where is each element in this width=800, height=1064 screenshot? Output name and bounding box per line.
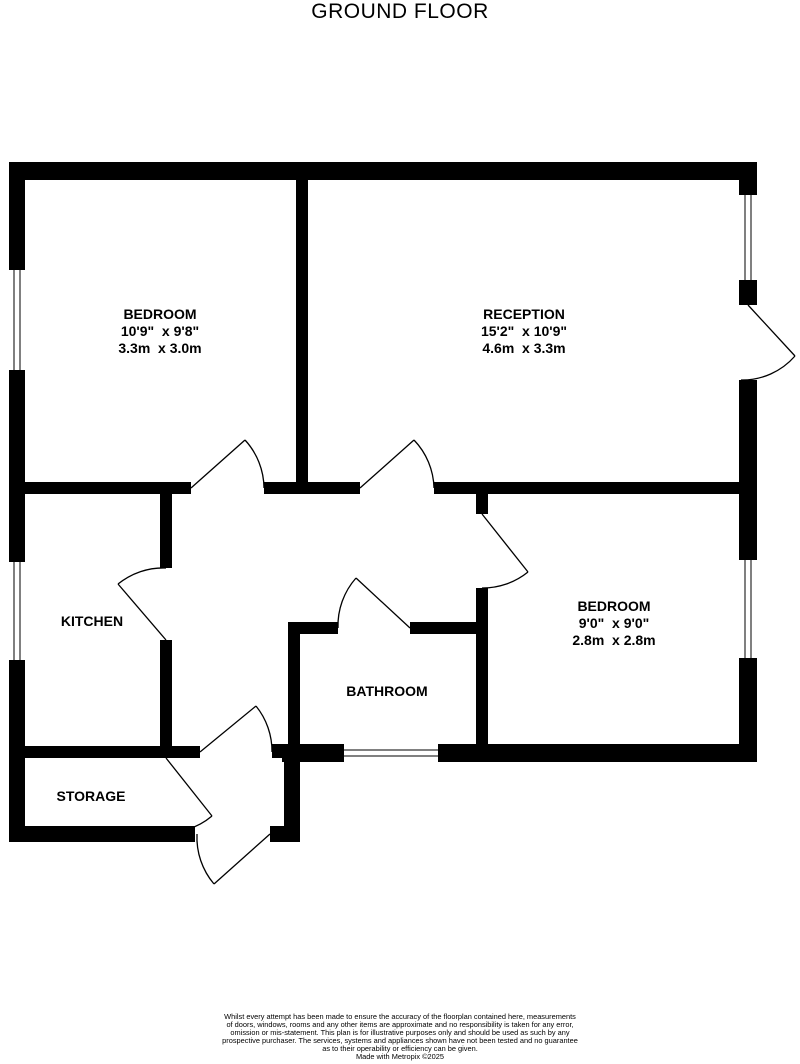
room-bedroom-imperial: 10'9" x 9'8" xyxy=(121,323,199,339)
wall-kitchen-lower xyxy=(160,640,172,750)
door-external-bottom xyxy=(196,833,271,885)
room-reception-metric: 4.6m x 3.3m xyxy=(482,340,565,356)
floor-title: GROUND FLOOR xyxy=(311,0,489,23)
door-reception-entrance xyxy=(740,304,796,381)
room-reception: RECEPTION 15'2" x 10'9" 4.6m x 3.3m xyxy=(481,306,567,356)
disclaimer-line: as to their operability or efficiency ca… xyxy=(322,1044,478,1053)
wall-left xyxy=(9,162,25,842)
wall-bedroom2-left xyxy=(476,588,488,748)
door-hall xyxy=(199,705,273,753)
room-bedroom-metric: 3.3m x 3.0m xyxy=(118,340,201,356)
disclaimer-line: omission or mis-statement. This plan is … xyxy=(230,1028,570,1037)
room-bedroom-2-imperial: 9'0" x 9'0" xyxy=(579,615,650,631)
door-storage xyxy=(157,757,213,834)
room-bedroom-2-metric: 2.8m x 2.8m xyxy=(572,632,655,648)
room-bedroom-2-name: BEDROOM xyxy=(577,598,650,614)
wall-mid-3 xyxy=(434,482,739,494)
window-bedroom xyxy=(9,270,25,370)
wall-kitchen-bottom-1 xyxy=(25,746,200,758)
room-bedroom-2: BEDROOM 9'0" x 9'0" 2.8m x 2.8m xyxy=(572,598,655,648)
door-bathroom xyxy=(337,577,411,629)
room-reception-imperial: 15'2" x 10'9" xyxy=(481,323,567,339)
disclaimer-line: of doors, windows, rooms and any other i… xyxy=(226,1020,574,1029)
room-bedroom: BEDROOM 10'9" x 9'8" 3.3m x 3.0m xyxy=(118,306,201,356)
wall-bath-top-2 xyxy=(410,622,480,634)
wall-kitchen-upper xyxy=(160,494,172,568)
door-reception xyxy=(359,439,435,489)
doors xyxy=(117,304,796,885)
wall-kitchen-bottom-2 xyxy=(272,744,282,758)
room-storage-name: STORAGE xyxy=(57,788,126,804)
wall-bedroom2-stub xyxy=(476,494,488,514)
window-bedroom-2 xyxy=(739,560,757,658)
disclaimer-line: Whilst every attempt has been made to en… xyxy=(224,1012,576,1021)
walls xyxy=(9,162,757,842)
door-bedroom-2 xyxy=(481,513,529,589)
wall-bath-left xyxy=(288,622,300,758)
window-bathroom xyxy=(344,744,438,762)
windows xyxy=(9,195,757,762)
disclaimer-credit: Made with Metropix ©2025 xyxy=(355,1052,445,1061)
disclaimer-line: prospective purchaser. The services, sys… xyxy=(222,1036,578,1045)
wall-mid-2 xyxy=(264,482,360,494)
window-kitchen xyxy=(9,562,25,660)
door-bedroom xyxy=(190,439,265,489)
window-reception xyxy=(739,195,757,280)
wall-mid-1 xyxy=(25,482,191,494)
wall-bedroom-reception xyxy=(296,180,308,492)
room-kitchen-name: KITCHEN xyxy=(61,613,123,629)
door-kitchen xyxy=(117,567,167,641)
wall-storage-right xyxy=(284,744,300,842)
wall-bottom-right-2 xyxy=(438,744,757,762)
wall-bath-top-1 xyxy=(288,622,338,634)
wall-top xyxy=(9,162,757,180)
disclaimer: Whilst every attempt has been made to en… xyxy=(200,1013,600,1061)
room-reception-name: RECEPTION xyxy=(483,306,565,322)
room-labels: BEDROOM 10'9" x 9'8" 3.3m x 3.0m RECEPTI… xyxy=(57,306,656,804)
wall-storage-bottom xyxy=(9,826,195,842)
room-bathroom-name: BATHROOM xyxy=(346,683,427,699)
wall-storage-right-foot xyxy=(270,826,300,842)
room-bedroom-name: BEDROOM xyxy=(123,306,196,322)
